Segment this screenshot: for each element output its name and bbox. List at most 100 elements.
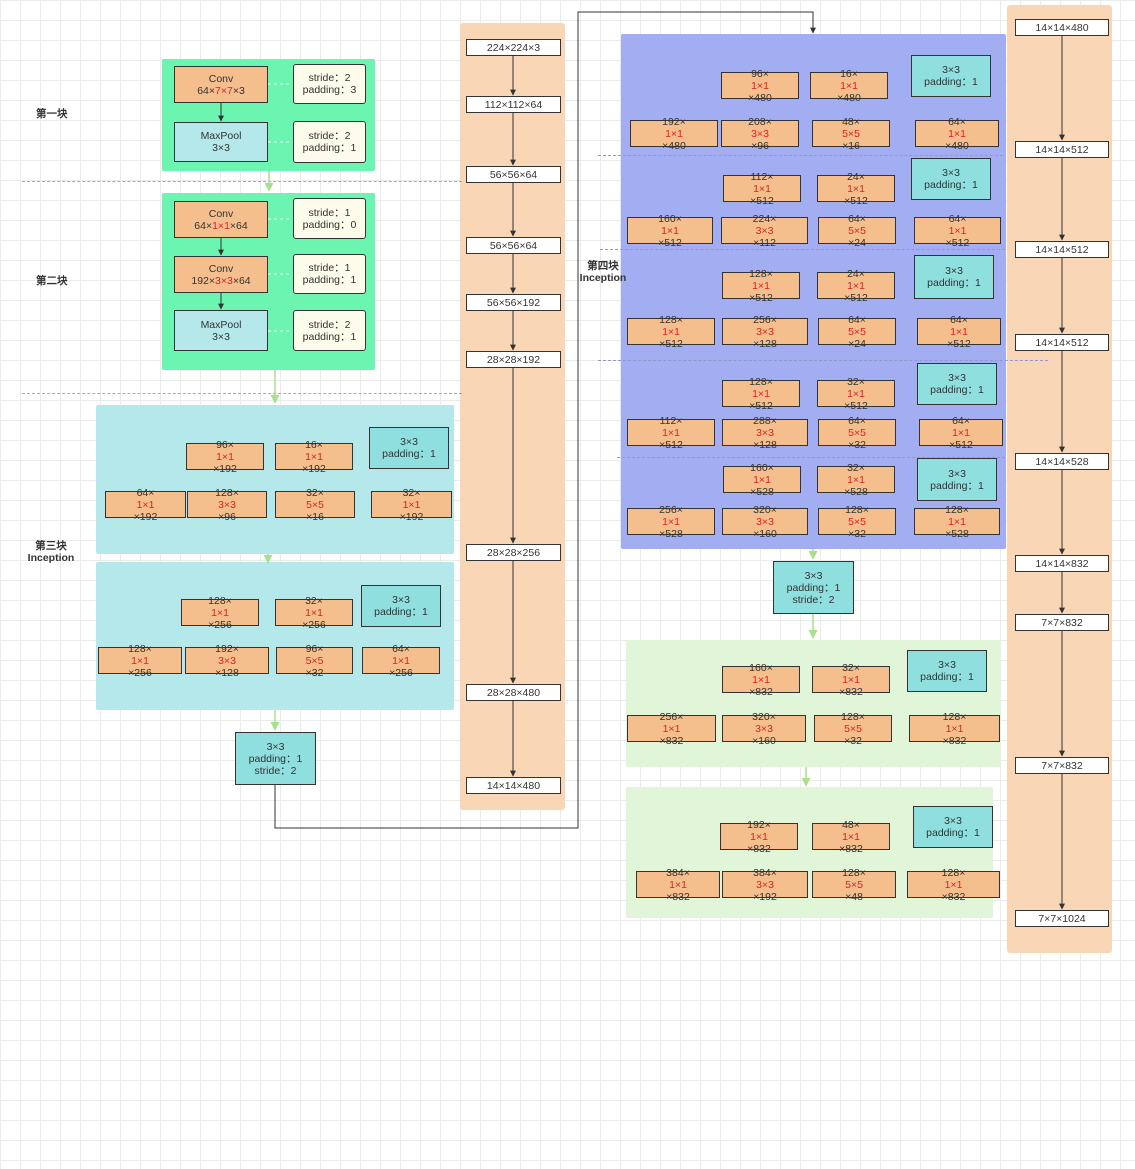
block2-conv2-title: Conv xyxy=(208,262,234,275)
pool-size: 3×3 xyxy=(942,167,960,179)
dim-text: 128× xyxy=(945,503,969,516)
kernel-size: 1×1 xyxy=(392,654,410,667)
dim-text: ×192 xyxy=(399,510,424,523)
kernel-size: 1×1 xyxy=(847,182,865,195)
dim-text: ×512 xyxy=(947,337,971,350)
block2-conv1-stride: stride：1 xyxy=(308,206,351,219)
pool-after-block3-stride: stride：2 xyxy=(254,764,297,777)
kernel-size: 1×1 xyxy=(753,473,771,486)
block1-conv-spec: 64×7×7×3 xyxy=(197,85,245,97)
dim-text: 64× xyxy=(952,414,970,427)
kernel-size: 1×1 xyxy=(753,182,771,195)
inception-8-branch-conv: 256×1×1×832 xyxy=(627,711,716,747)
connector xyxy=(274,11,816,829)
pool-after-block4: 3×3 padding：1 stride：2 xyxy=(773,561,854,614)
dim-text: ×128 xyxy=(753,438,777,451)
shape-label: 14×14×832 xyxy=(1015,555,1109,572)
dim-text: ×32 xyxy=(305,666,324,679)
shape-label: 14×14×480 xyxy=(466,777,561,794)
inception-9-branch-conv: 128×1×1×832 xyxy=(907,867,1000,903)
pool-size: 3×3 xyxy=(400,436,418,448)
separator-line xyxy=(598,155,1003,156)
inception-6-reduce-conv: 128×1×1×512 xyxy=(722,376,800,412)
pool-after-block3-size: 3×3 xyxy=(266,740,285,753)
inception-3-branch-conv: 192×1×1×480 xyxy=(630,116,718,152)
block1-conv-stride: stride：2 xyxy=(308,72,351,84)
dim-text: 24× xyxy=(847,267,865,280)
dim-text: 32× xyxy=(842,661,860,674)
inception-8-reduce-conv: 160×1×1×832 xyxy=(722,662,800,698)
inception-5-reduce-conv: 128×1×1×512 xyxy=(722,268,800,304)
block1-conv-padding: padding：3 xyxy=(302,84,357,96)
dim-text: 256× xyxy=(659,710,684,723)
dim-text: ×192 xyxy=(302,462,326,475)
inception-2-branch-conv: 128×1×1×256 xyxy=(98,643,182,679)
separator-line xyxy=(617,457,1005,458)
dim-text: ×64 xyxy=(232,274,251,287)
kernel-size: 1×1 xyxy=(948,127,966,140)
dim-text: 224× xyxy=(752,212,777,225)
dim-text: 32× xyxy=(847,461,865,474)
dim-text: 32× xyxy=(847,375,865,388)
block2-conv1-padding: padding：0 xyxy=(302,218,357,231)
inception-7-branch-conv: 128×5×5×32 xyxy=(818,504,896,540)
dim-text: 128× xyxy=(128,642,152,655)
inception-2-branch-conv: 96×5×5×32 xyxy=(276,643,353,679)
dim-text: 160× xyxy=(749,661,773,674)
dim-text: ×24 xyxy=(848,236,866,249)
block3-label-line2: Inception xyxy=(27,552,75,564)
dim-text: 128× xyxy=(208,594,232,607)
dim-text: ×24 xyxy=(848,337,866,350)
kernel-size: 3×3 xyxy=(755,722,773,735)
dim-text: ×832 xyxy=(941,890,966,903)
kernel-size: 5×5 xyxy=(844,722,862,735)
dim-text: ×16 xyxy=(306,510,324,523)
dim-text: ×256 xyxy=(389,666,413,679)
dim-text: 160× xyxy=(658,212,682,225)
inception-9-branch-conv: 384×3×3×192 xyxy=(722,867,808,903)
block3-label: 第三块 Inception xyxy=(26,540,76,564)
dim-text: ×512 xyxy=(659,337,683,350)
dim-text: 192× xyxy=(215,642,239,655)
shape-label: 14×14×512 xyxy=(1015,334,1109,351)
kernel-size: 1×1 xyxy=(952,426,970,439)
kernel-size: 1×1 xyxy=(662,515,680,528)
inception-3-branch-conv: 208×3×3×96 xyxy=(721,116,799,152)
dim-text: 64× xyxy=(194,219,213,232)
pool-size: 3×3 xyxy=(942,64,960,76)
dim-text: ×256 xyxy=(302,618,326,631)
dim-text: 128× xyxy=(749,375,773,388)
block1-conv-box: Conv 64×7×7×3 xyxy=(174,66,268,103)
shape-label: 56×56×64 xyxy=(466,166,561,183)
inception-4-branch-conv: 224×3×3×112 xyxy=(721,213,808,249)
kernel-size: 1×1 xyxy=(752,387,770,400)
dim-text: 160× xyxy=(750,461,774,474)
kernel-size: 5×5 xyxy=(848,224,866,237)
pool-after-block3: 3×3 padding：1 stride：2 xyxy=(235,732,316,785)
dim-text: 384× xyxy=(753,866,777,879)
dim-text: ×512 xyxy=(844,399,868,412)
dim-text: ×96 xyxy=(218,510,236,523)
dim-text: 128× xyxy=(842,866,866,879)
dim-text: ×832 xyxy=(666,890,690,903)
dim-text: ×528 xyxy=(750,485,774,498)
pool-padding: padding：1 xyxy=(924,76,978,88)
kernel-size: 5×5 xyxy=(848,325,866,338)
dim-text: 64× xyxy=(950,313,968,326)
inception-1-reduce-conv: 16×1×1×192 xyxy=(275,439,353,475)
kernel-size: 5×5 xyxy=(305,654,324,667)
pool-padding: padding：1 xyxy=(924,179,978,191)
dim-text: ×528 xyxy=(945,527,969,540)
inception-1-reduce-conv: 96×1×1×192 xyxy=(186,439,264,475)
dim-text: 128× xyxy=(941,866,966,879)
inception-2-reduce-conv: 128×1×1×256 xyxy=(181,595,259,631)
kernel-size: 3×3 xyxy=(218,498,236,511)
kernel-size: 1×1 xyxy=(661,224,679,237)
dim-text: ×512 xyxy=(658,236,682,249)
pool-size: 3×3 xyxy=(944,815,962,827)
kernel-size: 5×5 xyxy=(848,426,866,439)
block2-conv1-spec: 64×1×1×64 xyxy=(194,220,247,232)
